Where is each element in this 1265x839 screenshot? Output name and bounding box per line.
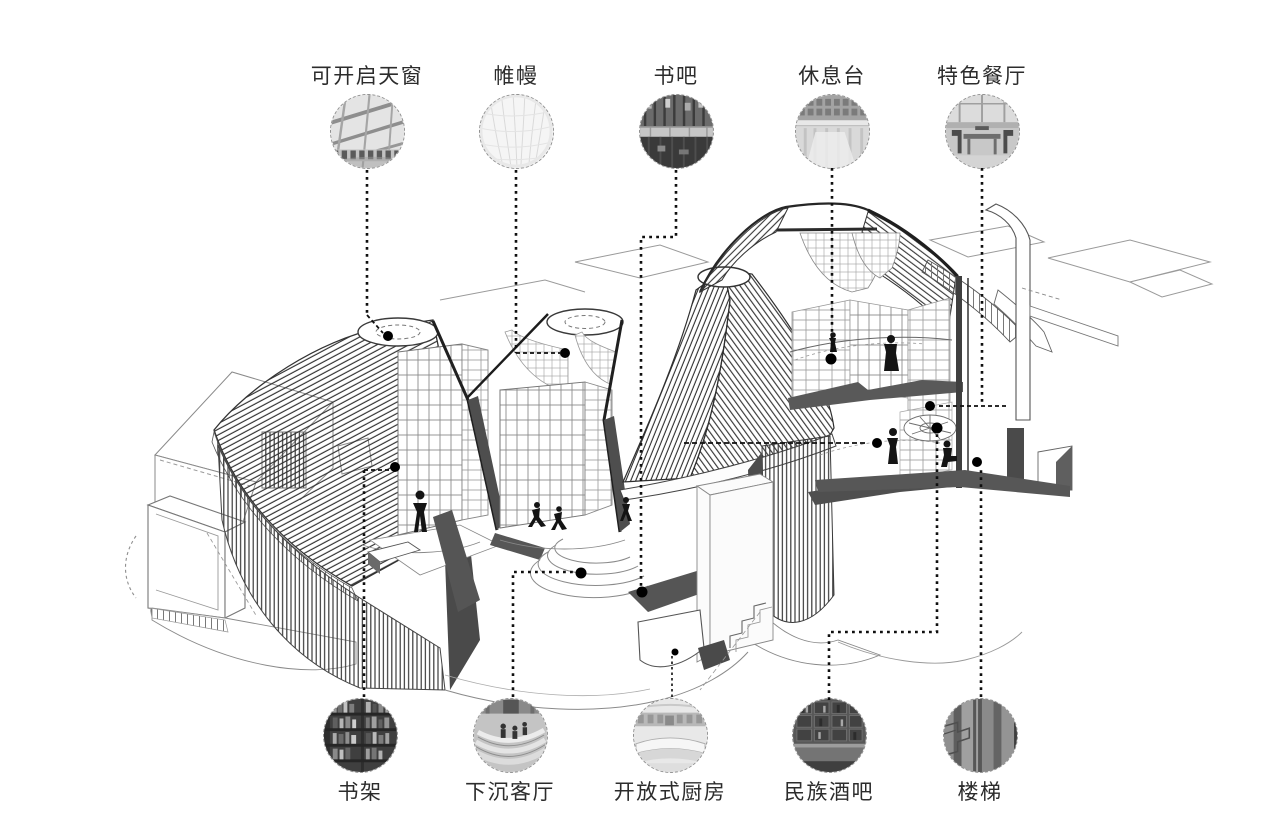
callout-ethnic-bar-label: 民族酒吧: [784, 781, 874, 804]
leader-dots: [383, 331, 982, 656]
dome: [698, 202, 1119, 664]
callout-open-kitchen: 开放式厨房: [590, 698, 750, 806]
duct: [984, 203, 1031, 421]
callout-book-bar: 书吧: [596, 64, 756, 169]
stairs-photo-thumbnail: [942, 698, 1018, 773]
callout-stairs-label: 楼梯: [957, 781, 1003, 804]
steps-to-lounge: [729, 602, 767, 648]
bookshelf-photo-thumbnail: [322, 698, 398, 773]
callout-drapery: 帷幔: [436, 64, 596, 169]
callout-specialty-restaurant-label: 特色餐厅: [937, 65, 1027, 88]
callout-open-kitchen-label: 开放式厨房: [613, 781, 727, 804]
drapery-photo-thumbnail: [478, 94, 554, 169]
callout-ethnic-bar: 民族酒吧: [749, 698, 909, 806]
sunken-lounge-photo-thumbnail: [472, 698, 548, 773]
callout-stairs: 楼梯: [900, 698, 1060, 806]
callout-sunken-lounge-label: 下沉客厅: [465, 781, 555, 804]
callout-rest-deck: 休息台: [752, 64, 912, 169]
human-figures: [413, 332, 957, 532]
callout-skylight-label: 可开启天窗: [310, 65, 424, 88]
cone1-roof: [211, 317, 456, 602]
callout-sunken-lounge: 下沉客厅: [430, 698, 590, 806]
ethnic-bar-photo-thumbnail: [791, 698, 867, 773]
callout-skylight: 可开启天窗: [287, 64, 447, 169]
callout-bookshelf: 书架: [280, 698, 440, 806]
callout-specialty-restaurant: 特色餐厅: [902, 64, 1062, 169]
cone2: [466, 308, 630, 560]
open-kitchen-photo-thumbnail: [632, 698, 708, 773]
cone1-cut-poche: [431, 320, 505, 612]
callout-book-bar-label: 书吧: [653, 65, 699, 88]
callout-rest-deck-label: 休息台: [798, 65, 866, 88]
kitchen-core: [637, 473, 775, 670]
callout-bookshelf-label: 书架: [337, 781, 383, 804]
specialty-restaurant-photo-thumbnail: [944, 94, 1020, 169]
callout-drapery-label: 帷幔: [493, 65, 539, 88]
